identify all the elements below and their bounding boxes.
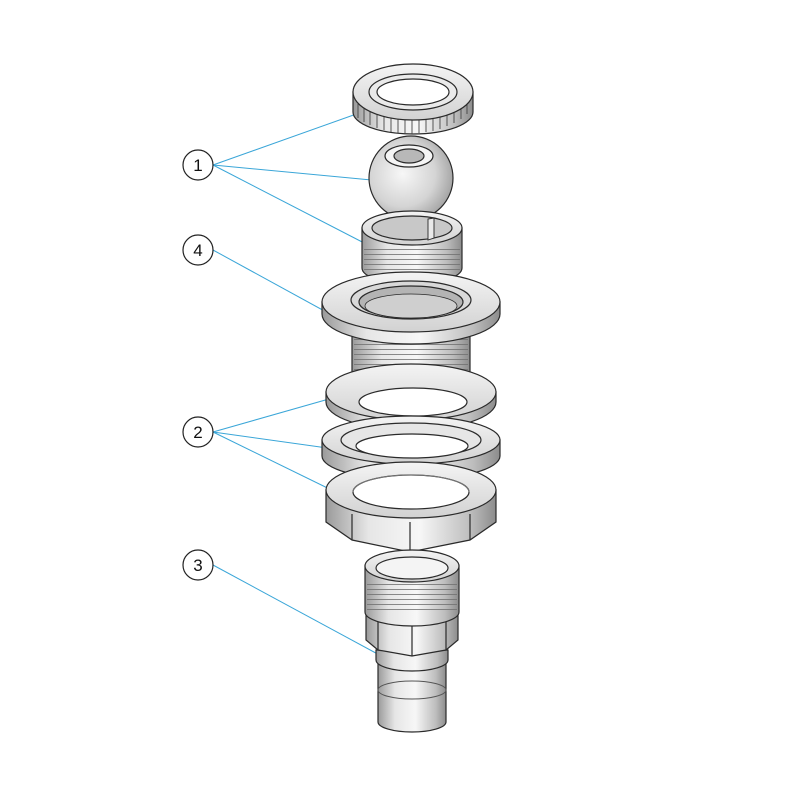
flange-body: [321, 271, 501, 421]
socket-insert: [361, 210, 463, 285]
callout-3: 3: [182, 549, 214, 581]
leader-1-to-insert: [212, 164, 369, 246]
hose-tail: [364, 549, 460, 733]
gasket-middle: [321, 415, 501, 481]
leader-1-to-ball: [212, 164, 393, 183]
ball-eyeball: [368, 135, 454, 221]
callout-3-label: 3: [193, 556, 202, 575]
leader-lines: [212, 111, 393, 659]
leader-1-to-nut: [212, 111, 363, 166]
callout-2: 2: [182, 416, 214, 448]
callout-1-label: 1: [193, 156, 202, 175]
knurled-ring: [352, 63, 474, 135]
leader-3-to-tail: [212, 564, 386, 659]
callout-2-label: 2: [193, 423, 202, 442]
callout-1: 1: [182, 149, 214, 181]
callout-4: 4: [182, 234, 214, 266]
callout-4-label: 4: [193, 241, 202, 260]
hex-locknut: [325, 461, 497, 553]
